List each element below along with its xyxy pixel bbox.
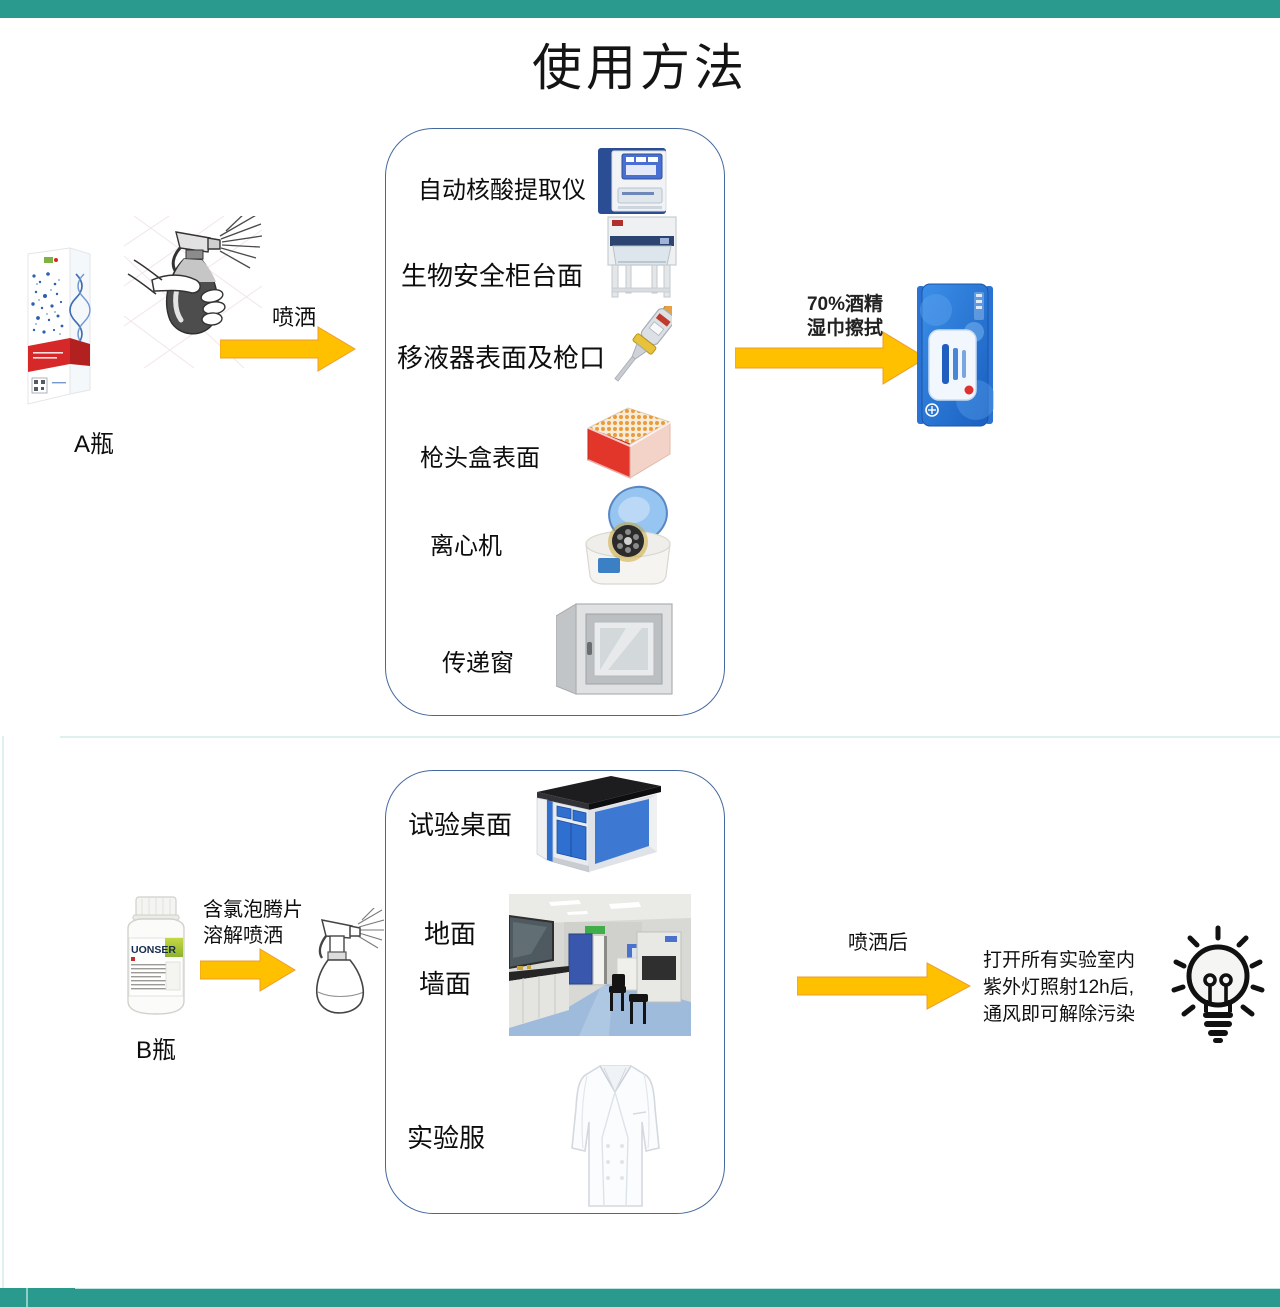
dissolve-caption-line2: 溶解喷洒 [203, 925, 283, 947]
pipette-tip-box-image [582, 402, 674, 479]
dissolve-caption: 含氯泡腾片 溶解喷洒 [203, 897, 303, 949]
spray-bottle-sketch-image [316, 908, 384, 1014]
bottom-bar-hairline [75, 1288, 1280, 1289]
item-label-tip-box: 枪头盒表面 [420, 445, 540, 472]
wipe-arrow-label: 70%酒精 湿巾擦拭 [770, 293, 920, 341]
item-label-bench: 试验桌面 [408, 810, 513, 840]
item-label-pipette: 移液器表面及枪口 [397, 343, 606, 373]
dissolve-arrow [200, 948, 296, 992]
uv-note-line1: 打开所有实验室内 [983, 950, 1136, 971]
surface-targets-box-b [385, 770, 725, 1214]
alcohol-wipes-pack-image [917, 283, 994, 427]
pass-through-window-image [556, 603, 673, 695]
item-label-lab-coat: 实验服 [407, 1123, 486, 1153]
bottle-b-brand-text: UONSER [131, 944, 176, 956]
wipe-arrow-label-line2: 湿巾擦拭 [806, 318, 883, 339]
item-label-biosafety-cabinet: 生物安全柜台面 [401, 261, 584, 291]
spray-arrow [220, 326, 356, 372]
top-border-bar [0, 0, 1280, 18]
bottle-a-label: A瓶 [74, 431, 115, 458]
biosafety-cabinet-image [607, 216, 677, 298]
bottle-a-box-image [27, 247, 91, 405]
item-label-wall: 墙面 [419, 969, 472, 999]
bottom-bar-notch [26, 1288, 28, 1307]
left-edge-line [2, 736, 4, 1289]
item-label-floor: 地面 [424, 919, 477, 949]
nucleic-acid-extractor-image [598, 148, 667, 214]
uv-note-line2: 紫外灯照射12h后, [983, 977, 1134, 998]
surface-targets-box-a [385, 128, 725, 716]
bottle-b-tablets-image: UONSER [127, 896, 185, 1015]
item-label-pass-window: 传递窗 [442, 650, 514, 677]
after-spray-arrow-label: 喷洒后 [848, 932, 908, 954]
wipe-arrow-label-line1: 70%酒精 [806, 294, 884, 315]
after-spray-arrow [797, 962, 971, 1010]
page-title: 使用方法 [532, 40, 748, 96]
centrifuge-image [585, 485, 671, 585]
lab-room-photo-image [509, 894, 691, 1036]
pipette-image [614, 306, 672, 382]
bottom-border-bar [0, 1288, 1280, 1307]
dissolve-caption-line1: 含氯泡腾片 [203, 899, 303, 921]
item-label-extractor: 自动核酸提取仪 [418, 177, 586, 204]
lab-bench-image [536, 776, 661, 873]
spray-arrow-label: 喷洒 [271, 305, 316, 330]
bottle-b-label: B瓶 [136, 1037, 177, 1064]
lab-coat-image [571, 1065, 660, 1207]
item-label-centrifuge: 离心机 [430, 533, 502, 560]
light-bulb-icon [1171, 925, 1265, 1043]
hand-spray-bottle-image [124, 216, 262, 368]
uv-note-line3: 通风即可解除污染 [983, 1004, 1136, 1025]
uv-decontamination-note: 打开所有实验室内 紫外灯照射12h后, 通风即可解除污染 [983, 947, 1168, 1028]
wipe-arrow [735, 331, 927, 385]
section-divider-line [60, 736, 1280, 738]
